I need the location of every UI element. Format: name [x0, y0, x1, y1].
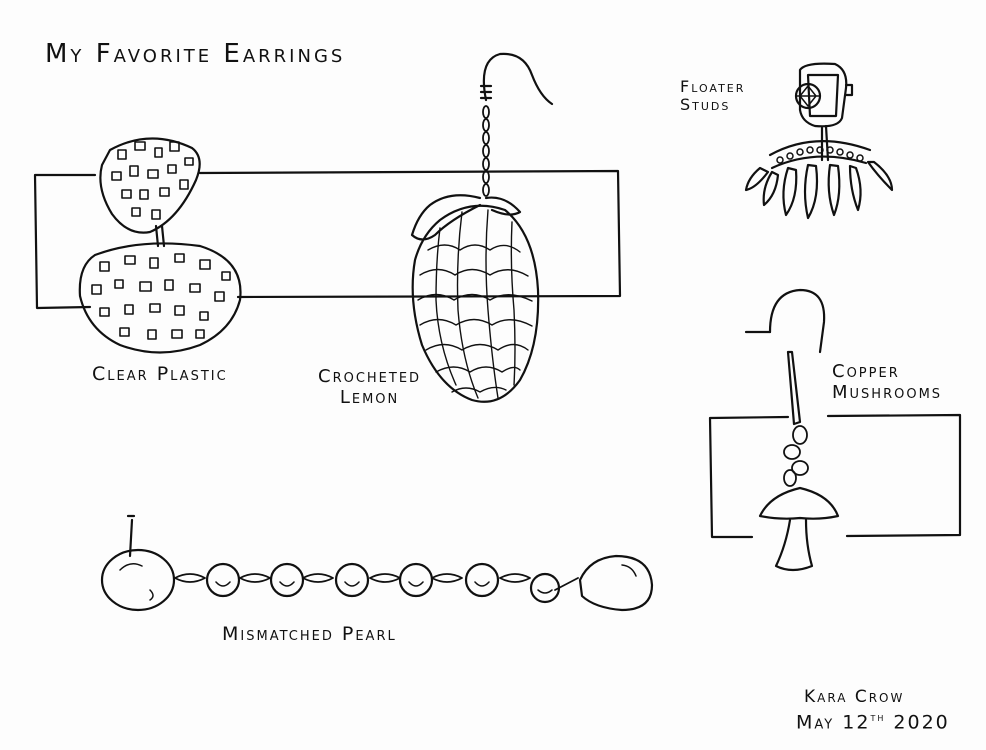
floater-arc-jacket: [768, 140, 872, 170]
clear-plastic-earring: [78, 137, 242, 354]
floater-stud-inner: [806, 73, 840, 118]
lemon-hook-coil: [479, 84, 493, 100]
label-crocheted-lemon: Crocheted Lemon: [318, 366, 422, 408]
label-copper-mushrooms: Copper Mushrooms: [832, 361, 943, 403]
lemon-leaves: [410, 194, 522, 241]
floater-studs-earring: [744, 62, 894, 220]
pearl-bead-smiles: [215, 581, 553, 594]
mushroom-stem: [774, 518, 814, 572]
lemon-chain: [482, 105, 490, 197]
lemon-body: [411, 204, 540, 403]
date-prefix: May 12: [796, 711, 871, 734]
mushroom-cap: [758, 486, 840, 520]
pearl-teardrop-highlight: [621, 564, 637, 577]
copper-ear-hook: [768, 288, 826, 354]
pearl-teardrop: [578, 554, 654, 612]
mismatched-pearl-earring: [100, 514, 654, 612]
clear-plastic-flecks: [91, 141, 231, 340]
pearl-beads: [205, 562, 561, 604]
date-year: 2020: [893, 711, 950, 734]
floater-marquise-drops: [744, 160, 894, 220]
lemon-ear-hook: [482, 52, 554, 106]
label-mismatched-pearl: Mismatched Pearl: [222, 623, 397, 645]
date-suffix: th: [870, 711, 886, 724]
artist-signature: Kara Crow: [804, 687, 905, 707]
copper-chain-links: [783, 425, 809, 487]
clear-plastic-bottom-drop: [78, 242, 242, 354]
pearl-stud: [100, 548, 176, 612]
clear-plastic-top-drop: [99, 137, 201, 234]
label-floater-studs: Floater Studs: [680, 77, 746, 115]
right-background-rectangle: [708, 413, 962, 539]
lemon-crochet-texture: [417, 209, 533, 399]
clear-plastic-jump-ring: [154, 224, 166, 248]
copper-mushrooms-earring: [744, 288, 840, 572]
crocheted-lemon-earring: [410, 52, 554, 403]
floater-stud-face: [798, 62, 848, 128]
pearl-chain-links: [174, 573, 579, 591]
floater-arc-stones: [776, 146, 864, 164]
signature-date: May 12th 2020: [796, 711, 950, 734]
left-background-rectangle: [33, 169, 622, 310]
page-title: My Favorite Earrings: [45, 39, 346, 69]
floater-stud-post: [820, 83, 854, 162]
floater-gem-facets: [795, 85, 821, 107]
pearl-stud-highlight: [119, 563, 154, 601]
copper-bar-drop: [786, 350, 802, 426]
label-clear-plastic: Clear Plastic: [92, 363, 228, 385]
